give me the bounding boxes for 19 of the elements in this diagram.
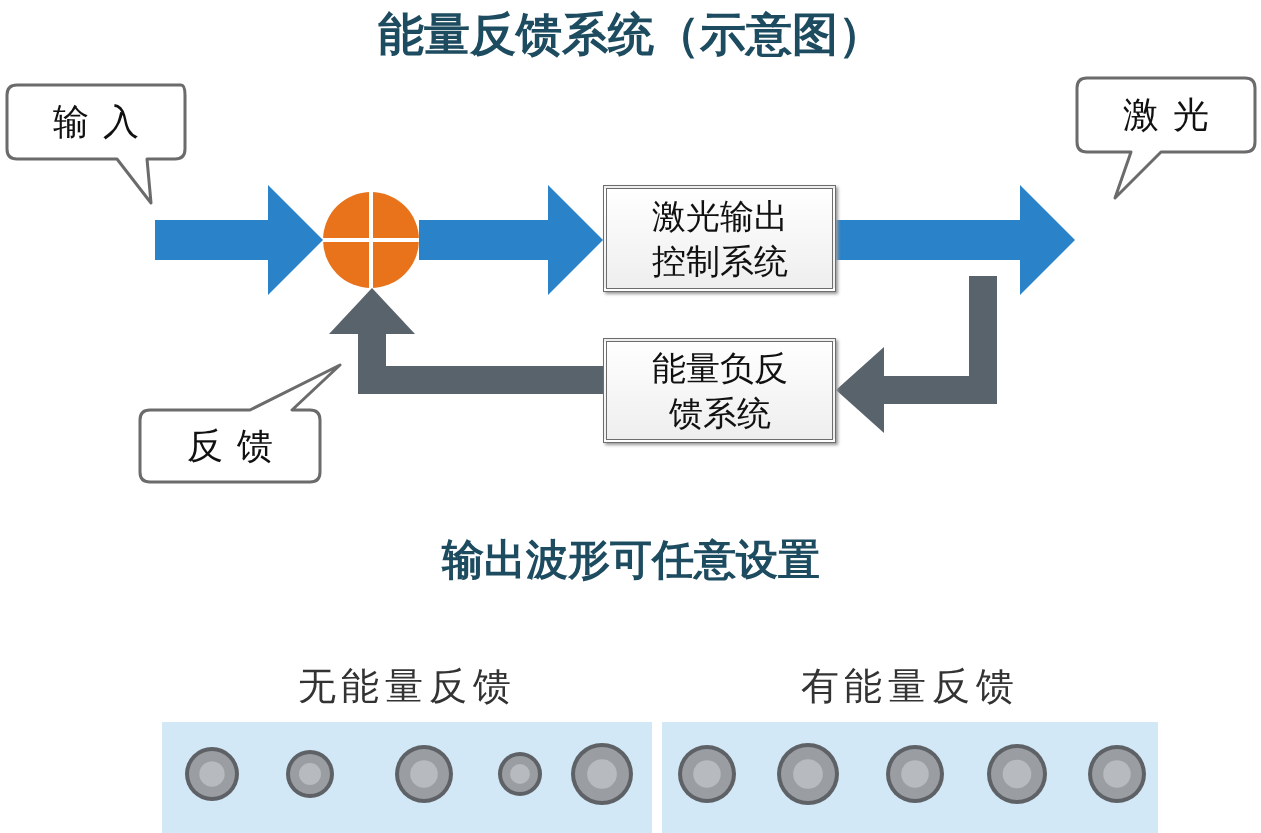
panel-heading: 无能量反馈: [296, 662, 518, 710]
process-box: [603, 185, 836, 292]
callout-text: 反馈: [185, 423, 289, 468]
panel-heading: 有能量反馈: [799, 662, 1021, 710]
block-arrow: [419, 185, 603, 295]
box-label: 激光输出控制系统: [650, 195, 789, 283]
speech-bubble: [5, 83, 187, 207]
subtitle: 输出波形可任意设置: [440, 534, 821, 586]
block-arrow: [836, 276, 997, 433]
callout-text: 激光: [1121, 92, 1225, 137]
title: 能量反馈系统（示意图）: [376, 6, 885, 63]
block-arrow: [329, 288, 603, 394]
block-arrow: [836, 185, 1075, 295]
block-arrow: [155, 185, 323, 295]
box-label: 能量负反馈系统: [650, 347, 789, 435]
process-box: [603, 338, 836, 443]
callout-text: 输入: [51, 99, 155, 144]
summing-junction: [323, 192, 419, 288]
speech-bubble: [138, 362, 343, 484]
